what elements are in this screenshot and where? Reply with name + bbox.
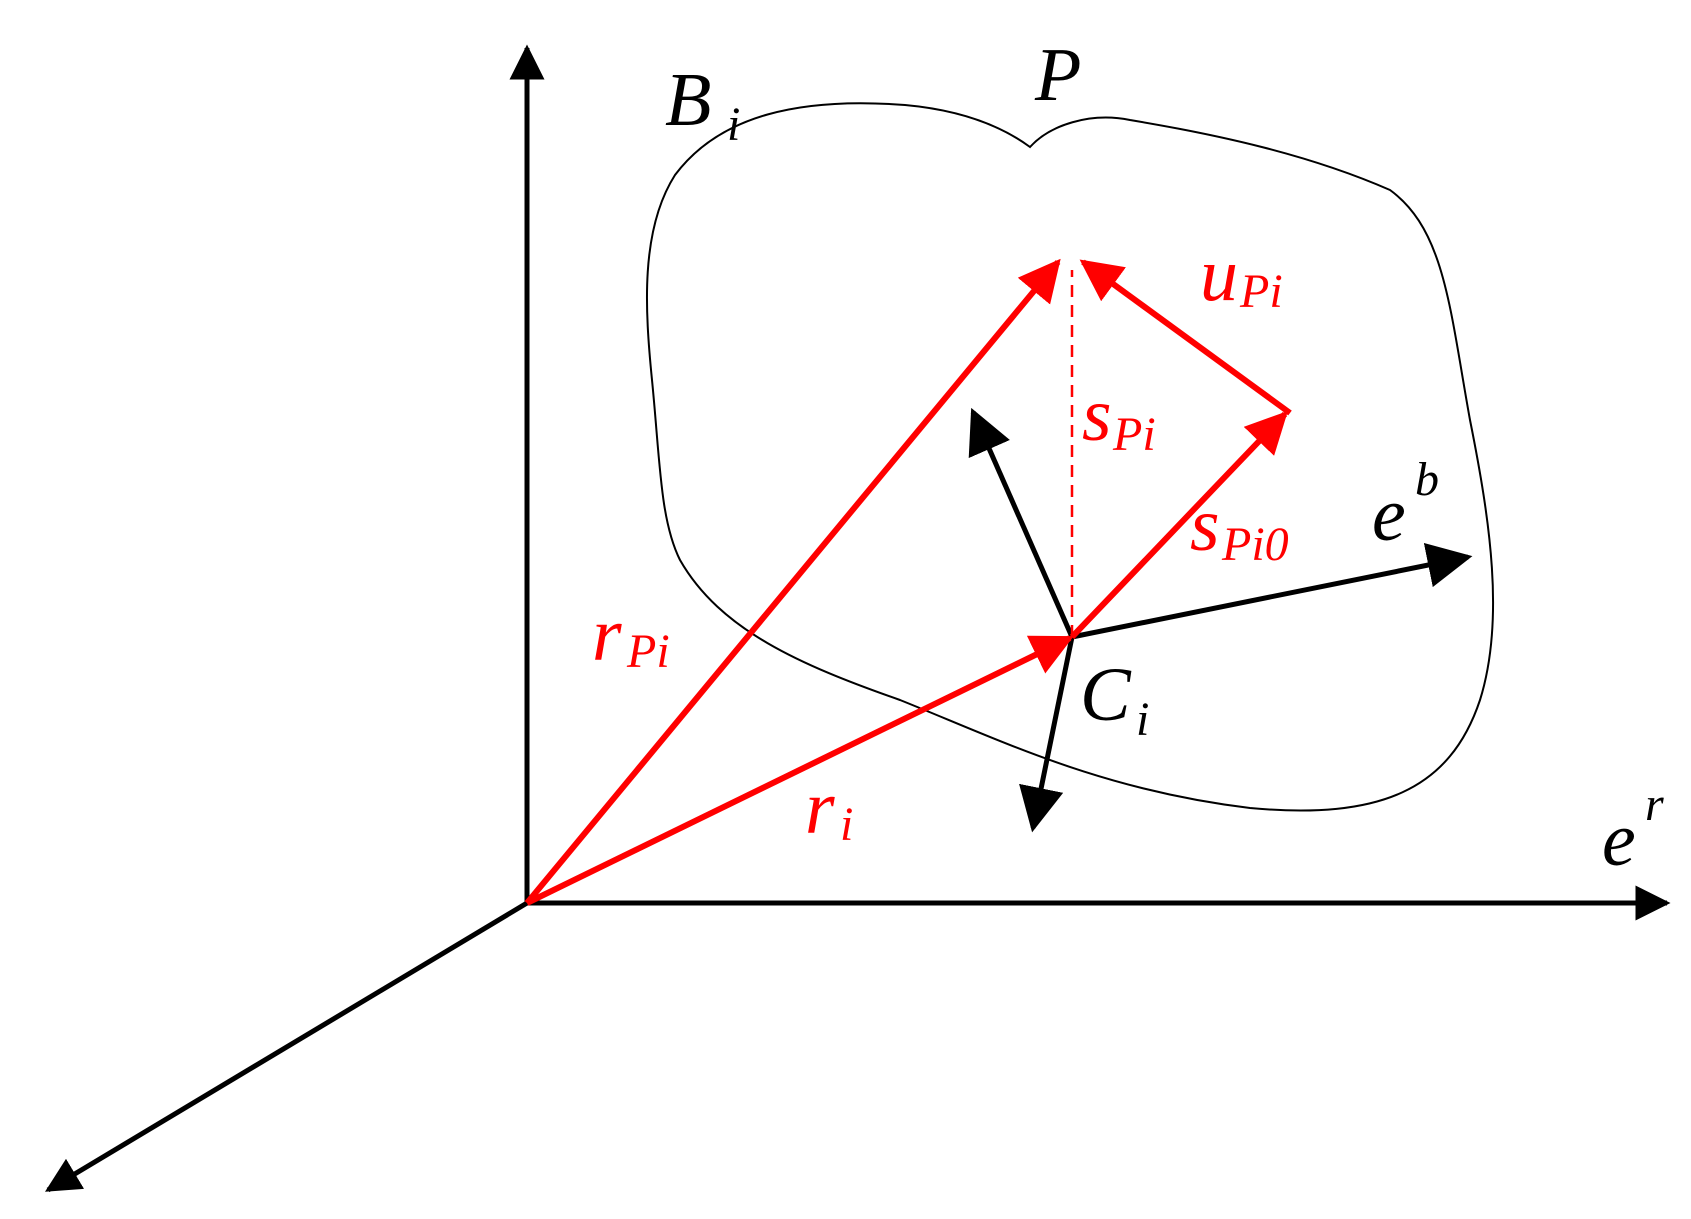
label-p-main: P: [1034, 33, 1081, 117]
label-s-pi-sub: Pi: [1112, 408, 1156, 461]
body-outline: [645, 102, 1495, 812]
label-r-pi-main: r: [592, 593, 622, 677]
body-axis-y: [968, 407, 1075, 639]
label-c-i-sub: i: [1136, 693, 1149, 746]
global-axis-depth: [44, 900, 529, 1193]
label-c-i: C i: [1080, 653, 1149, 746]
label-c-i-main: C: [1080, 653, 1132, 737]
label-e-r-sup: r: [1645, 778, 1664, 831]
label-b-i-sub: i: [727, 98, 740, 151]
vector-r-pi: [524, 258, 1061, 905]
label-s-pi-main: s: [1082, 373, 1112, 457]
vector-r-i: [525, 635, 1074, 906]
label-p: P: [1034, 33, 1081, 117]
label-r-i: r i: [805, 766, 853, 851]
vector-u-pi: [1079, 259, 1292, 416]
label-s-pi: s Pi: [1082, 373, 1156, 461]
body-axis-z: [1019, 636, 1075, 833]
label-u-pi-main: u: [1200, 233, 1238, 317]
label-e-r: e r: [1602, 778, 1664, 882]
label-s-pi0: s Pi0: [1190, 483, 1289, 571]
body-axis-x: [1071, 542, 1473, 640]
label-s-pi0-sub: Pi0: [1221, 518, 1289, 571]
label-e-b: e b: [1372, 453, 1439, 557]
label-e-b-sup: b: [1415, 453, 1439, 506]
label-s-pi0-main: s: [1190, 483, 1220, 567]
label-r-pi-sub: Pi: [626, 625, 670, 678]
label-b-i: B i: [665, 58, 740, 151]
label-u-pi: u Pi: [1200, 233, 1283, 318]
label-r-i-sub: i: [840, 798, 853, 851]
label-u-pi-sub: Pi: [1239, 265, 1283, 318]
label-r-pi: r Pi: [592, 593, 670, 678]
label-e-b-main: e: [1372, 473, 1406, 557]
label-e-r-main: e: [1602, 798, 1636, 882]
label-r-i-main: r: [805, 766, 835, 850]
label-b-i-main: B: [665, 58, 711, 142]
vector-s-pi0: [1069, 410, 1288, 640]
